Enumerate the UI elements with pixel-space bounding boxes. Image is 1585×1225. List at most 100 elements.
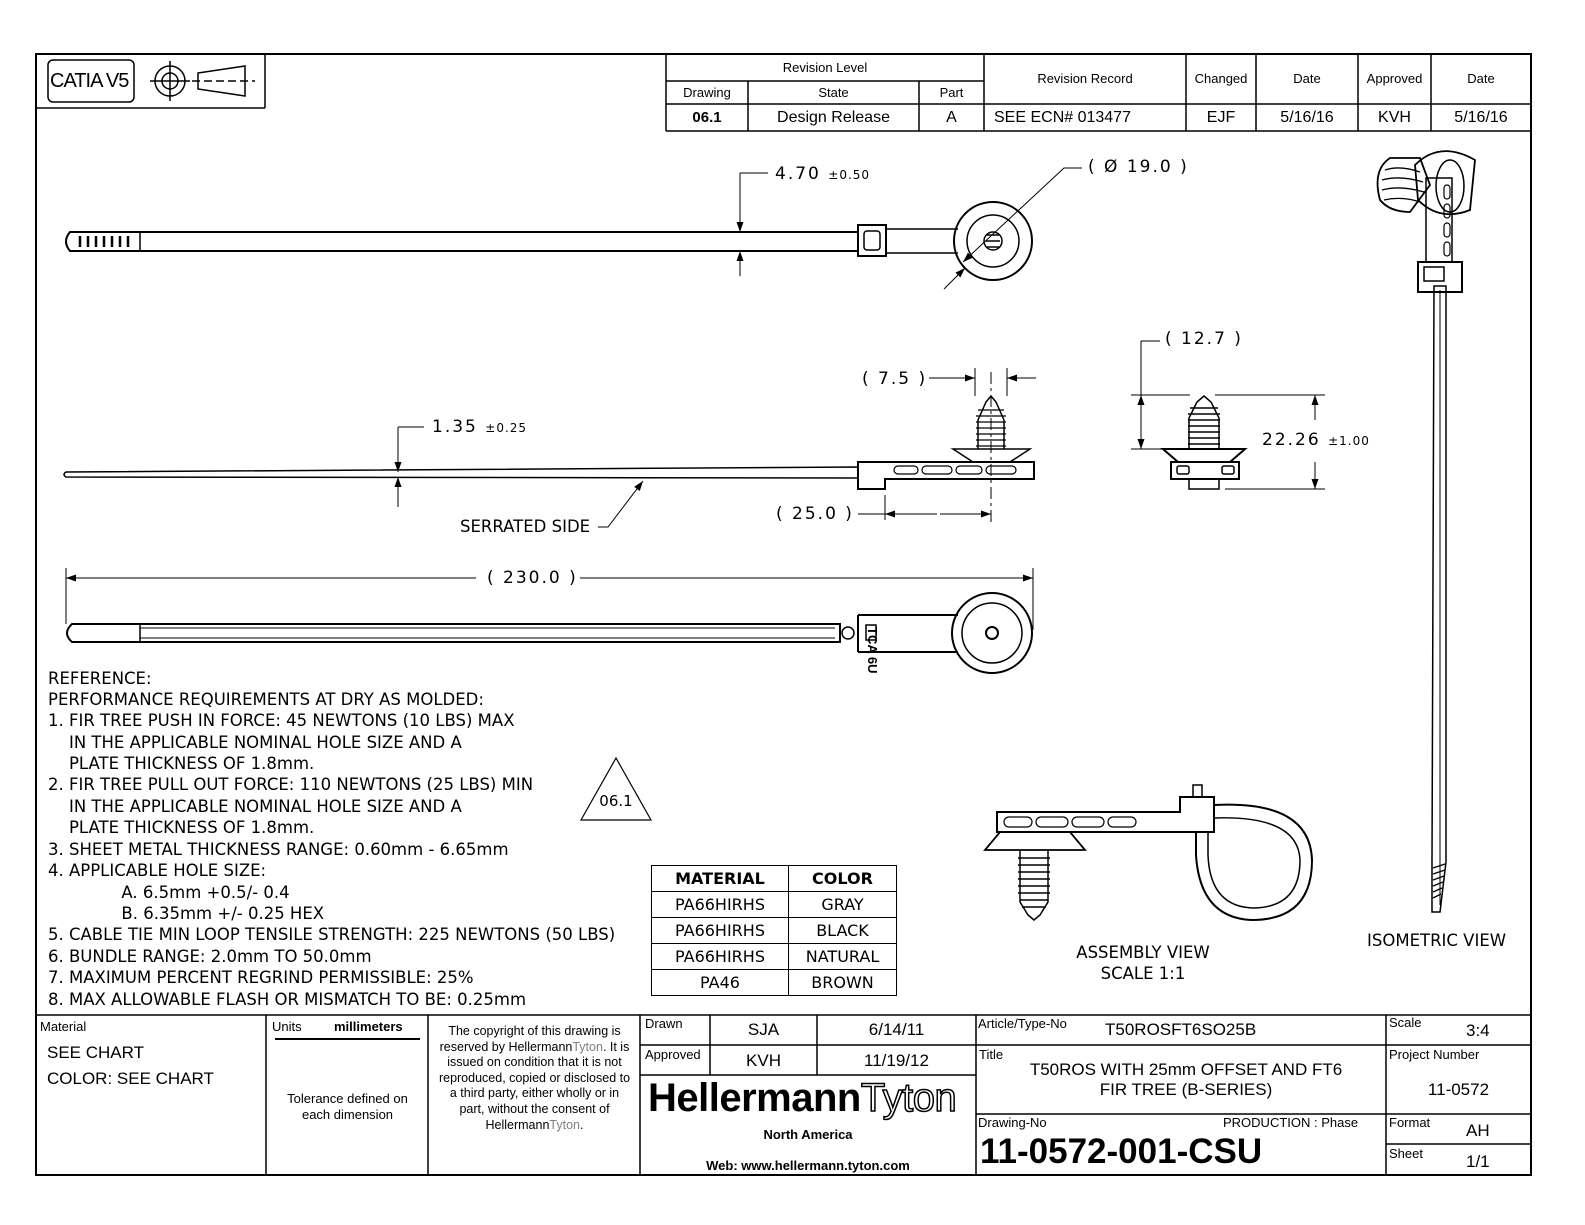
revision-col-record: Revision Record	[1037, 71, 1133, 86]
dim-fir-height: 22.26 ±1.00	[1262, 430, 1370, 450]
format-label: Format	[1389, 1115, 1431, 1130]
revision-changed-value: EJF	[1206, 109, 1236, 126]
revision-date-value: 5/16/16	[1280, 109, 1334, 126]
revision-triangle-icon	[579, 756, 653, 821]
material-cell: PA66HIRHS	[651, 891, 789, 918]
color-cell: BROWN	[788, 969, 897, 996]
title-line1: T50ROS WITH 25mm OFFSET AND FT6	[1029, 1060, 1343, 1079]
units-label: Units	[272, 1019, 302, 1034]
note-line: 6. BUNDLE RANGE: 2.0mm TO 50.0mm	[48, 947, 372, 966]
revision-table-grid	[665, 54, 1531, 132]
note-line: A. 6.5mm +0.5/- 0.4	[48, 883, 290, 902]
note-line: 8. MAX ALLOWABLE FLASH OR MISMATCH TO BE…	[48, 990, 527, 1009]
revision-record-value: SEE ECN# 013477	[994, 109, 1131, 126]
cable-tie-side-view	[63, 372, 1035, 525]
note-line: PLATE THICKNESS OF 1.8mm.	[48, 818, 315, 837]
drawn-by: SJA	[747, 1020, 780, 1039]
assembly-scale-label: SCALE 1:1	[1100, 964, 1186, 983]
dim-strap-thickness: 1.35 ±0.25	[432, 417, 528, 437]
revision-level-header: Revision Level	[782, 60, 868, 75]
note-line: IN THE APPLICABLE NOMINAL HOLE SIZE AND …	[48, 797, 462, 816]
tolerance-note: Tolerance defined on each dimension	[287, 1091, 408, 1122]
revision-state-value: Design Release	[777, 109, 890, 126]
format-value: AH	[1466, 1121, 1490, 1140]
title-label: Title	[979, 1047, 1004, 1062]
revision-drawing-value: 06.1	[692, 109, 722, 126]
material-cell: PA66HIRHS	[651, 943, 789, 970]
revision-col-changed: Changed	[1194, 71, 1248, 86]
approved-label: Approved	[645, 1047, 701, 1062]
assembly-view	[983, 784, 1314, 922]
revision-col-drawing: Drawing	[683, 85, 731, 100]
dim-head-diameter: ( Ø 19.0 )	[1088, 157, 1189, 177]
drawing-no-label: Drawing-No	[978, 1115, 1047, 1130]
drawn-label: Drawn	[645, 1016, 683, 1031]
fir-tree-detail-view	[1160, 395, 1248, 490]
revision-col-part: Part	[939, 85, 964, 100]
scale-label: Scale	[1389, 1015, 1422, 1030]
material-cell: PA46	[651, 969, 789, 996]
note-line: 1. FIR TREE PUSH IN FORCE: 45 NEWTONS (1…	[48, 711, 515, 730]
cable-tie-top-view	[65, 201, 1033, 281]
units-value: millimeters	[334, 1019, 403, 1034]
dim-head-height: 4.70 ±0.50	[775, 164, 871, 184]
revision-col-approved: Approved	[1366, 71, 1423, 86]
phase-label: PRODUCTION : Phase	[1223, 1115, 1359, 1130]
color-cell: GRAY	[788, 891, 897, 918]
title-line2: FIR TREE (B-SERIES)	[1099, 1080, 1273, 1099]
material-cell: PA66HIRHS	[651, 917, 789, 944]
note-line: B. 6.35mm +/- 0.25 HEX	[48, 904, 325, 923]
revision-approved-value: KVH	[1378, 109, 1411, 126]
company-logo: HellermannTyton	[648, 1075, 957, 1121]
note-line: REFERENCE:	[48, 669, 152, 688]
color-value: COLOR: SEE CHART	[47, 1069, 214, 1088]
projection-symbol-icon	[150, 61, 255, 101]
copyright-note: The copyright of this drawing is reserve…	[438, 1024, 631, 1132]
revision-flag-label: 06.1	[599, 792, 633, 810]
revision-col-date: Date	[1293, 71, 1321, 86]
dim-fir-width: ( 7.5 )	[862, 369, 928, 389]
assembly-view-label: ASSEMBLY VIEW	[1076, 943, 1210, 962]
part-marking: TCA 6U	[865, 627, 880, 674]
project-label: Project Number	[1389, 1047, 1480, 1062]
color-cell: NATURAL	[788, 943, 897, 970]
approved-by: KVH	[746, 1051, 781, 1070]
note-line: 7. MAXIMUM PERCENT REGRIND PERMISSIBLE: …	[48, 968, 474, 987]
software-badge: CATIA V5	[50, 70, 129, 92]
isometric-view	[1376, 150, 1476, 913]
note-line: PLATE THICKNESS OF 1.8mm.	[48, 754, 315, 773]
region-label: North America	[763, 1127, 853, 1142]
isometric-view-label: ISOMETRIC VIEW	[1367, 931, 1507, 950]
note-line: 2. FIR TREE PULL OUT FORCE: 110 NEWTONS …	[48, 775, 534, 794]
revision-part-value: A	[946, 109, 957, 126]
serrated-side-label: SERRATED SIDE	[460, 517, 591, 536]
scale-value: 3:4	[1466, 1021, 1490, 1040]
dim-offset: ( 25.0 )	[776, 504, 854, 524]
dim-overall-length: ( 230.0 )	[487, 568, 578, 588]
revision-date2-value: 5/16/16	[1454, 109, 1508, 126]
color-cell: BLACK	[788, 917, 897, 944]
note-line: 4. APPLICABLE HOLE SIZE:	[48, 861, 267, 880]
note-line: 5. CABLE TIE MIN LOOP TENSILE STRENGTH: …	[48, 925, 616, 944]
article-value: T50ROSFT6SO25B	[1105, 1020, 1257, 1039]
color-header: COLOR	[788, 865, 897, 892]
project-value: 11-0572	[1427, 1080, 1490, 1099]
article-label: Article/Type-No	[978, 1016, 1067, 1031]
revision-col-state: State	[818, 85, 849, 100]
note-line: PERFORMANCE REQUIREMENTS AT DRY AS MOLDE…	[48, 690, 484, 709]
dim-fir-base: ( 12.7 )	[1165, 329, 1243, 349]
note-line: 3. SHEET METAL THICKNESS RANGE: 0.60mm -…	[48, 840, 509, 859]
material-label: Material	[40, 1019, 87, 1034]
material-header: MATERIAL	[651, 865, 789, 892]
sheet-value: 1/1	[1466, 1152, 1490, 1171]
drawn-date: 6/14/11	[868, 1020, 925, 1039]
title-block-grid	[36, 1014, 1531, 1175]
sheet-border	[35, 53, 1532, 1176]
sheet-label: Sheet	[1389, 1146, 1423, 1161]
